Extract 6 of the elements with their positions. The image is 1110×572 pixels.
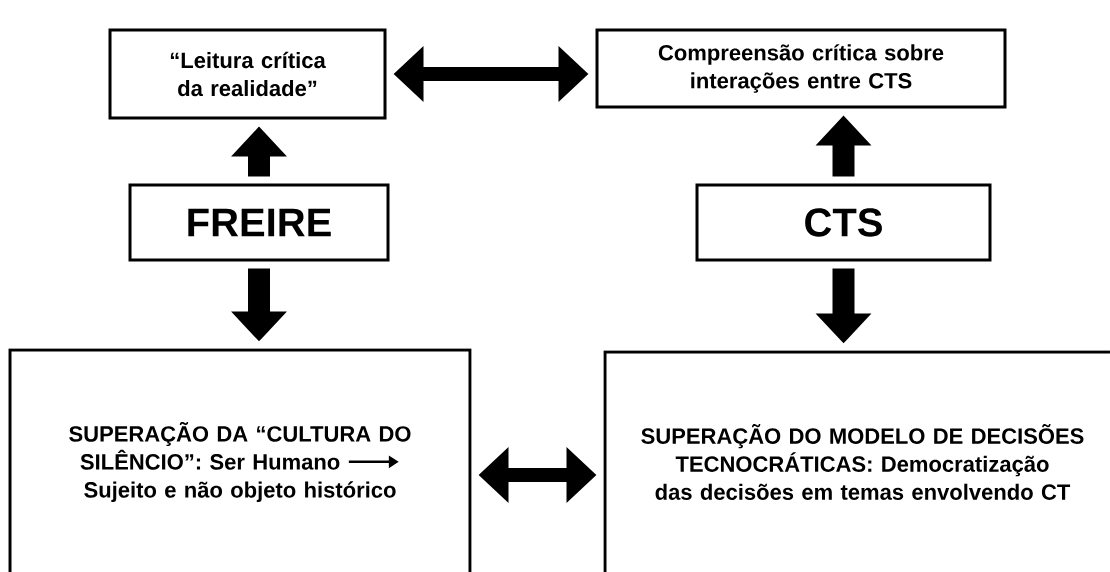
text-box: SUPERAÇÃO DO MODELO DE DECISÕES TECNOCRÁTICAS: Democratização das decisões em temas envolvendo CT xyxy=(603,350,1110,572)
text-box: SUPERAÇÃO DA “CULTURA DO SILÊNCIO”: Ser Humano Sujeito e não objeto histórico xyxy=(8,348,472,572)
text-box: “Leitura crítica da realidade” xyxy=(108,28,387,120)
text-box: CTS xyxy=(695,183,992,262)
text-box: FREIRE xyxy=(128,183,390,262)
text-box: Compreensão crítica sobre interações entre CTS xyxy=(595,28,1007,109)
